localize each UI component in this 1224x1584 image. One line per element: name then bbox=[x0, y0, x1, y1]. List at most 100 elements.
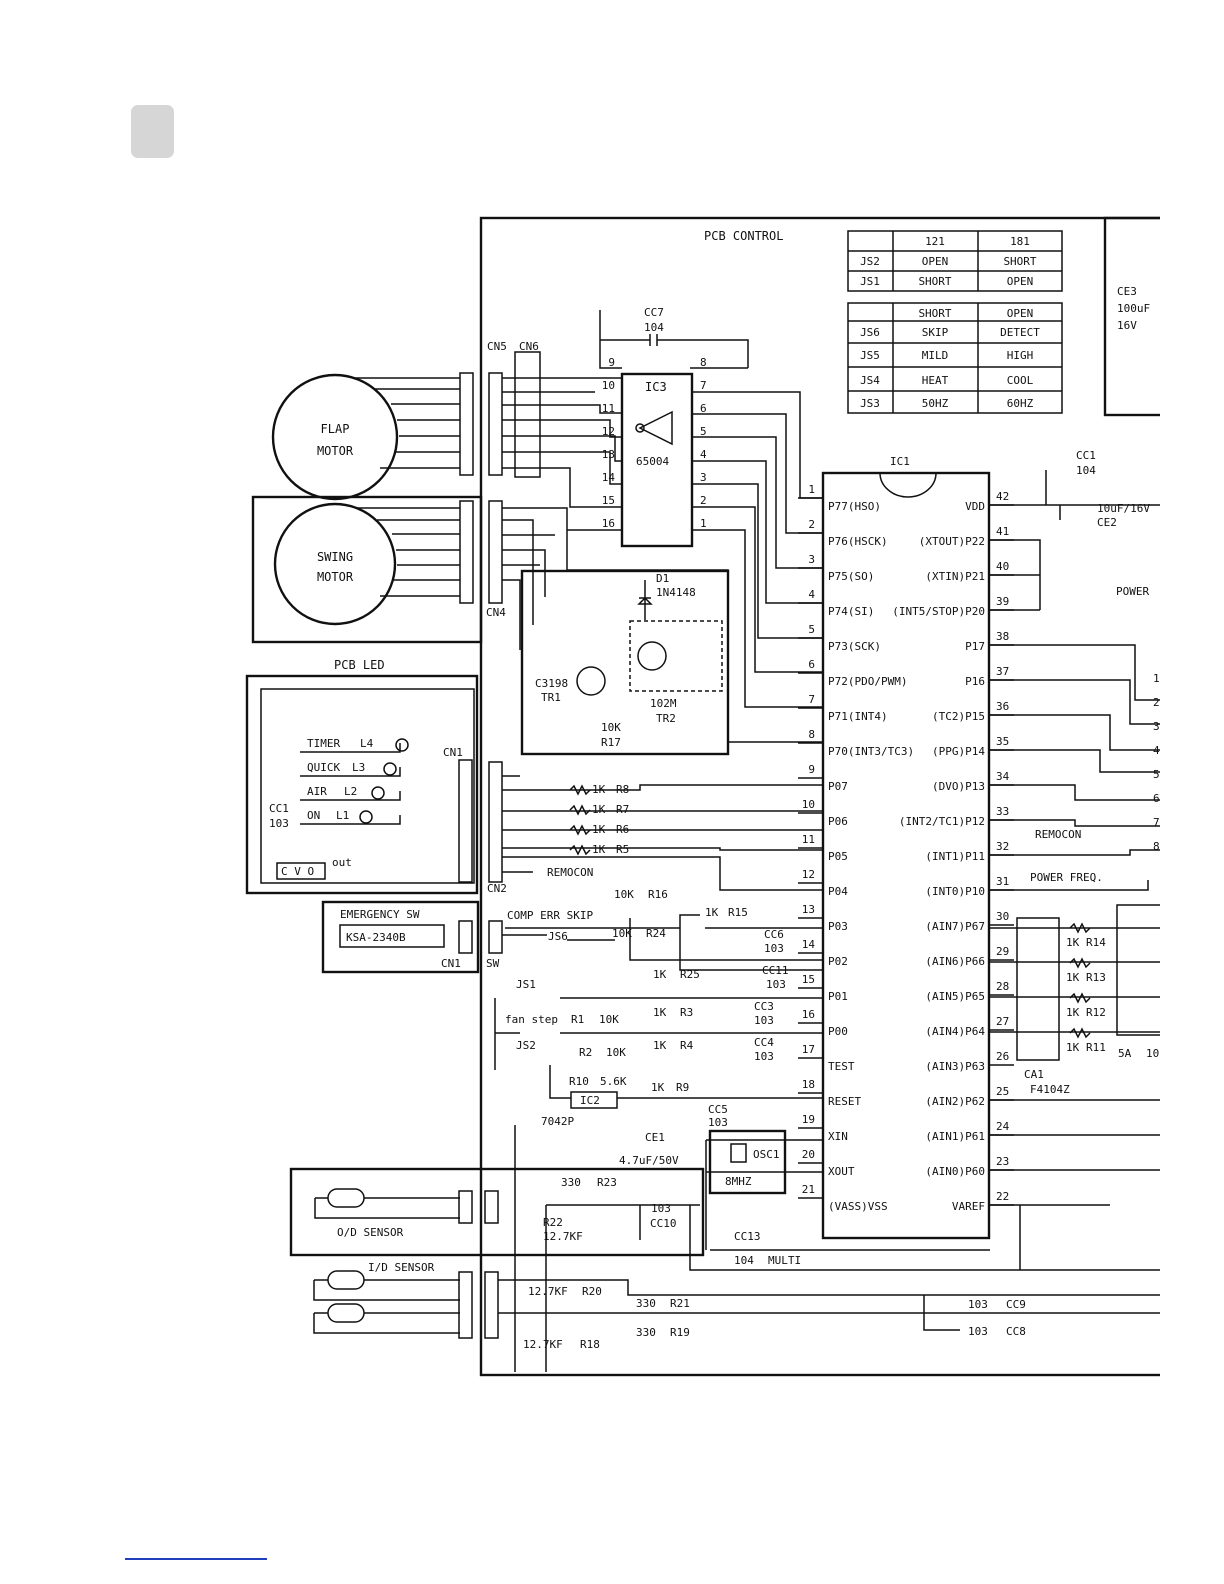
svg-text:CC7: CC7 bbox=[644, 306, 664, 319]
ic1-pin-number: 6 bbox=[808, 658, 815, 671]
svg-text:CN4: CN4 bbox=[486, 606, 506, 619]
jumper-table-2: SHORT OPEN JS6 SKIP DETECT JS5 MILD HIGH… bbox=[847, 302, 1063, 414]
id-sensor-title: I/D SENSOR bbox=[368, 1261, 435, 1274]
ic1-pin-label: P16 bbox=[965, 675, 985, 688]
svg-text:CC13: CC13 bbox=[734, 1230, 761, 1243]
svg-text:CC6: CC6 bbox=[764, 928, 784, 941]
t2-r3c1: HEAT bbox=[922, 374, 949, 387]
ic1-pin-label: P07 bbox=[828, 780, 848, 793]
svg-text:5.6K: 5.6K bbox=[600, 1075, 627, 1088]
t1-r1c2: SHORT bbox=[1003, 255, 1036, 268]
svg-text:1K: 1K bbox=[653, 1039, 667, 1052]
ic1-pin-number: 41 bbox=[996, 525, 1009, 538]
swing-motor: SWING MOTOR bbox=[273, 500, 474, 626]
svg-text:TR2: TR2 bbox=[656, 712, 676, 725]
t2-r4c1: 50HZ bbox=[922, 397, 949, 410]
svg-text:O/D SENSOR: O/D SENSOR bbox=[337, 1226, 404, 1239]
ic1-pin-label: (AIN0)P60 bbox=[925, 1165, 985, 1178]
ic1-pin-number: 30 bbox=[996, 910, 1009, 923]
ic3-pin-number: 10 bbox=[602, 379, 615, 392]
resistor-symbol bbox=[569, 804, 591, 816]
svg-text:1K: 1K bbox=[653, 1006, 667, 1019]
pcb-led-inner bbox=[260, 688, 475, 884]
svg-text:R9: R9 bbox=[676, 1081, 689, 1094]
led-name: QUICK bbox=[307, 761, 340, 774]
svg-text:OSC1: OSC1 bbox=[753, 1148, 780, 1161]
svg-text:IC1: IC1 bbox=[890, 455, 910, 468]
cc13-cap: CC13 104 MULTI bbox=[710, 1230, 990, 1267]
resistor-symbol bbox=[1069, 957, 1091, 969]
cn1-sw-label: CN1 bbox=[441, 957, 461, 970]
ic1-pin-number: 8 bbox=[808, 728, 815, 741]
ic1-pin-label: (TC2)P15 bbox=[932, 710, 985, 723]
ce3-box bbox=[1103, 216, 1160, 417]
svg-text:103: 103 bbox=[764, 942, 784, 955]
emergency-sw-title: EMERGENCY SW bbox=[340, 908, 420, 921]
ic3-pin-number: 1 bbox=[700, 517, 707, 530]
svg-text:103: 103 bbox=[968, 1298, 988, 1311]
svg-text:CN2: CN2 bbox=[487, 882, 507, 895]
edge-number: 1 bbox=[1153, 672, 1160, 685]
ic1-pin-label: P03 bbox=[828, 920, 848, 933]
svg-text:330: 330 bbox=[561, 1176, 581, 1189]
svg-text:102M: 102M bbox=[650, 697, 677, 710]
ic1-pin-number: 5 bbox=[808, 623, 815, 636]
t2-r3c2: COOL bbox=[1007, 374, 1034, 387]
svg-text:CE1: CE1 bbox=[645, 1131, 665, 1144]
ic1-pin-number: 20 bbox=[802, 1148, 815, 1161]
pcb-led-title: PCB LED bbox=[334, 658, 385, 672]
edge-number: 6 bbox=[1153, 792, 1160, 805]
svg-text:R17: R17 bbox=[601, 736, 621, 749]
svg-text:8MHZ: 8MHZ bbox=[725, 1175, 752, 1188]
t1-r2c1: SHORT bbox=[918, 275, 951, 288]
r17-resistor: 10K R17 bbox=[601, 721, 621, 749]
t2-r1c2: DETECT bbox=[1000, 326, 1040, 339]
ic1-left-pins: 1P77(HSO)2P76(HSCK)3P75(SO)4P74(SI)5P73(… bbox=[798, 483, 914, 1213]
edge-number: 7 bbox=[1153, 816, 1160, 829]
svg-text:12.7KF: 12.7KF bbox=[543, 1230, 583, 1243]
ic1-pin-label: VDD bbox=[965, 500, 985, 513]
right-edge-box bbox=[1116, 904, 1160, 1036]
ic1-pin-label: P70(INT3/TC3) bbox=[828, 745, 914, 758]
svg-text:103: 103 bbox=[269, 817, 289, 830]
ic1-pin-label: P06 bbox=[828, 815, 848, 828]
edge-number: 3 bbox=[1153, 720, 1160, 733]
id-sensor-wires bbox=[498, 1279, 1160, 1331]
svg-text:CN5: CN5 bbox=[487, 340, 507, 353]
ic1-pin-label: P75(SO) bbox=[828, 570, 874, 583]
pcb-control-title: PCB CONTROL bbox=[704, 229, 783, 243]
ic2-regulator bbox=[570, 1091, 618, 1109]
resistor-ref: R11 bbox=[1086, 1041, 1106, 1054]
svg-text:7042P: 7042P bbox=[541, 1115, 574, 1128]
cc7-cap: CC7 104 bbox=[599, 306, 749, 369]
resistor-symbol bbox=[569, 844, 591, 856]
resistor-symbol bbox=[1069, 1027, 1091, 1039]
swing-motor-box bbox=[251, 495, 483, 644]
cc1-led-cap: CC1 103 bbox=[269, 802, 289, 830]
svg-text:1K: 1K bbox=[653, 968, 667, 981]
ic1-pin-label: P17 bbox=[965, 640, 985, 653]
svg-text:IC3: IC3 bbox=[645, 380, 667, 394]
svg-text:CN1: CN1 bbox=[443, 746, 463, 759]
ic1-pin-number: 36 bbox=[996, 700, 1009, 713]
svg-text:330: 330 bbox=[636, 1326, 656, 1339]
jumper-table-1: 121 181 JS2 OPEN SHORT JS1 SHORT OPEN bbox=[847, 230, 1063, 292]
ic1-pin-number: 15 bbox=[802, 973, 815, 986]
pcb-control-outline bbox=[479, 216, 1160, 1377]
ic1-pin-number: 24 bbox=[996, 1120, 1010, 1133]
ic1-pin-number: 37 bbox=[996, 665, 1009, 678]
ic1-pin-label: (AIN4)P64 bbox=[925, 1025, 985, 1038]
ic1-pin-number: 11 bbox=[802, 833, 815, 846]
t1-r2c0: JS1 bbox=[860, 275, 880, 288]
svg-text:103: 103 bbox=[651, 1202, 671, 1215]
cc1-vdd-cap: CC1 104 10uF/16V CE2 bbox=[989, 449, 1160, 529]
ic1-pin-number: 23 bbox=[996, 1155, 1009, 1168]
emergency-sw-box bbox=[321, 900, 480, 974]
resistor-value: 1K bbox=[592, 803, 606, 816]
cn1-led-connector: CN1 bbox=[443, 746, 473, 883]
svg-text:JS2: JS2 bbox=[516, 1039, 536, 1052]
svg-text:10K: 10K bbox=[601, 721, 621, 734]
ic1-pin-label: XOUT bbox=[828, 1165, 855, 1178]
